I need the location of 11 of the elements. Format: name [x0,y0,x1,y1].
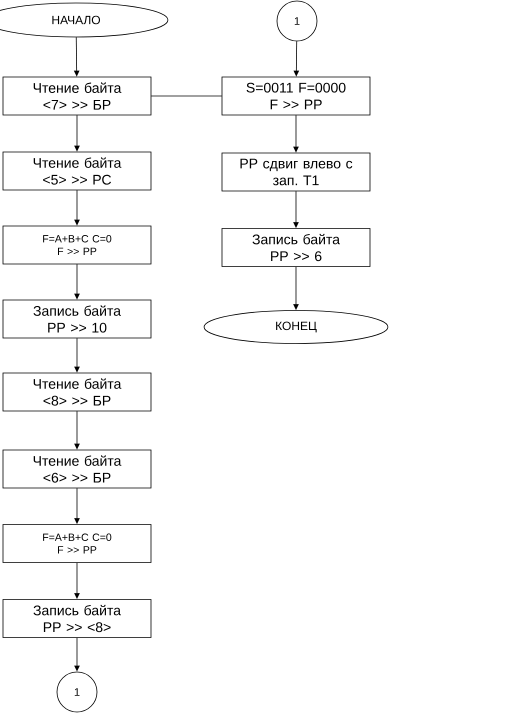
process-box: S=0011 F=0000 F >> PP [222,76,370,116]
process-box: Запись байта РР >> <8> [2,599,152,638]
process-box: РР сдвиг влево с зап. Т1 [222,152,370,192]
process-box: Запись байта РР >> 6 [222,228,370,267]
process-box: Запись байта РР >> 10 [2,300,152,338]
process-box: Чтение байта <6> >> БР [2,450,152,488]
process-box: Чтение байта <7> >> БР [2,76,152,116]
process-box: F=A+B+C C=0 F >> PP [2,226,152,264]
process-box: Чтение байта <8> >> БР [2,372,152,412]
process-box: F=A+B+C C=0 F >> PP [2,524,152,563]
process-box: Чтение байта <5> >> РС [2,152,152,190]
